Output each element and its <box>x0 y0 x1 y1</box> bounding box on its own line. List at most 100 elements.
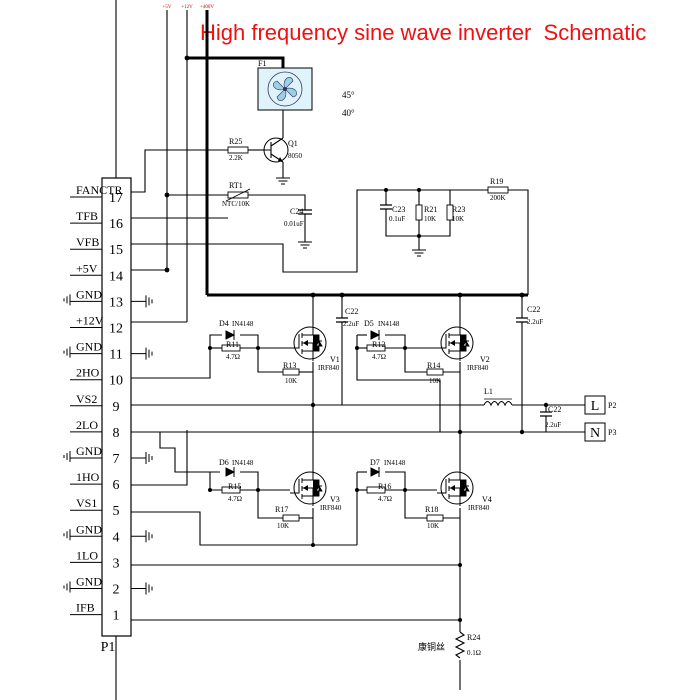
resistor-r18 <box>426 514 444 522</box>
label-r24-ref: R24 <box>467 633 480 642</box>
pin-number: 11 <box>109 348 122 363</box>
diode-d4 <box>225 330 236 340</box>
pin-number: 10 <box>109 374 123 389</box>
pin-signal-label: VS1 <box>76 496 97 510</box>
label-d5-value: IN4148 <box>378 320 400 328</box>
label-c23-ref: C23 <box>392 205 405 214</box>
label-r17-ref: R17 <box>275 505 288 514</box>
label-q1-value: 8050 <box>288 152 303 160</box>
terminal-l-port: P2 <box>608 401 616 410</box>
resistor-r15 <box>221 486 241 494</box>
resistor-r21 <box>415 204 423 221</box>
rail-12v-label: +12V <box>181 5 193 10</box>
capacitors <box>298 204 552 417</box>
pin-number: 7 <box>113 452 120 467</box>
label-v2-value: IRF840 <box>467 364 489 372</box>
pin-signal-label: 1LO <box>76 548 98 562</box>
connector-pin: IFB 1 <box>70 601 120 624</box>
pin-number: 15 <box>109 243 123 258</box>
label-r12-value: 4.7Ω <box>372 353 386 361</box>
pin-number: 1 <box>113 609 120 624</box>
connector-body <box>101 177 132 637</box>
diagram-title: High frequency sine wave inverter Schema… <box>200 20 646 46</box>
connector-p1: FANCTR17TFB16VFB15+5V14GND13+12V12GND112… <box>63 177 153 655</box>
label-r25-ref: R25 <box>229 137 242 146</box>
connector-pin: TFB 16 <box>70 209 123 232</box>
pin-signal-label: 2HO <box>76 366 100 380</box>
connector-pin: +5V 14 <box>70 261 123 284</box>
ground-icon <box>63 294 71 306</box>
pin-signal-label: VS2 <box>76 392 97 406</box>
rail-400v-label: +400V <box>200 5 214 10</box>
pin-number: 17 <box>109 191 123 206</box>
pin-signal-label: IFB <box>76 601 95 615</box>
label-d6-ref: D6 <box>219 458 229 467</box>
title-suffix: Schematic <box>543 20 647 45</box>
label-c23-value: 0.1uF <box>389 215 405 223</box>
ground-icon <box>63 581 71 593</box>
label-c22c-ref: C22 <box>548 405 561 414</box>
label-d6-value: IN4148 <box>232 459 254 467</box>
resistor-r13 <box>282 368 300 376</box>
connector-pin: 1LO 3 <box>70 548 120 571</box>
mosfet-v1 <box>290 325 327 361</box>
pin-number: 16 <box>109 217 123 232</box>
label-r15-value: 4.7Ω <box>228 495 242 503</box>
pin-signal-label: +5V <box>76 261 98 275</box>
thermistor-slash <box>225 188 251 202</box>
label-r18-ref: R18 <box>425 505 438 514</box>
label-r24-value: 0.1Ω <box>467 649 481 657</box>
label-r21-ref: R21 <box>424 205 437 214</box>
label-r17-value: 10K <box>277 522 289 530</box>
ground-symbols <box>276 177 426 257</box>
fan-ref: F1 <box>258 59 266 68</box>
pin-number: 14 <box>109 269 123 284</box>
label-r18-value: 10K <box>427 522 439 530</box>
label-r16-ref: R16 <box>378 482 391 491</box>
mosfet-v4 <box>437 470 474 506</box>
label-d4-value: IN4148 <box>232 320 254 328</box>
resistor-r19 <box>487 186 509 194</box>
ground-icon <box>131 530 153 543</box>
label-r16-value: 4.7Ω <box>378 495 392 503</box>
pin-number: 9 <box>113 400 120 415</box>
label-d4-ref: D4 <box>219 319 229 328</box>
fan-temp-low: 40° <box>342 108 355 118</box>
terminal-n-box <box>584 422 606 442</box>
connector-pin: 2LO 8 <box>70 418 120 441</box>
resistor-r17 <box>282 514 300 522</box>
connector-pin: VS2 9 <box>70 392 120 415</box>
fan-f1: F1 45° 40° <box>257 59 355 118</box>
pin-signal-label: GND <box>76 444 102 458</box>
junctions <box>164 55 549 622</box>
label-c22a-value: 2.2uF <box>343 320 359 328</box>
label-d5-ref: D5 <box>364 319 374 328</box>
pin-number: 8 <box>113 426 120 441</box>
terminal-l-label: L <box>591 399 600 414</box>
diode-d6 <box>225 467 236 477</box>
ground-icon <box>63 529 71 541</box>
pin-number: 6 <box>113 478 120 493</box>
ground-icon <box>298 241 312 249</box>
label-r13-value: 10K <box>285 377 297 385</box>
label-r13-ref: R13 <box>283 361 296 370</box>
transistor-q1 <box>263 137 289 163</box>
mosfet-v3 <box>290 470 327 506</box>
label-c22a-ref: C22 <box>345 307 358 316</box>
pin-signal-label: TFB <box>76 209 98 223</box>
pin-signal-label: 2LO <box>76 418 98 432</box>
mosfet-v2 <box>437 325 474 361</box>
terminal-n-label: N <box>590 426 600 441</box>
label-v4-ref: V4 <box>482 495 492 504</box>
pin-number: 3 <box>113 556 120 571</box>
connector-pin: GND 13 <box>63 287 153 310</box>
pin-signal-label: GND <box>76 287 102 301</box>
pin-number: 13 <box>109 295 123 310</box>
label-r19-ref: R19 <box>490 177 503 186</box>
terminal-l-box <box>584 395 606 415</box>
